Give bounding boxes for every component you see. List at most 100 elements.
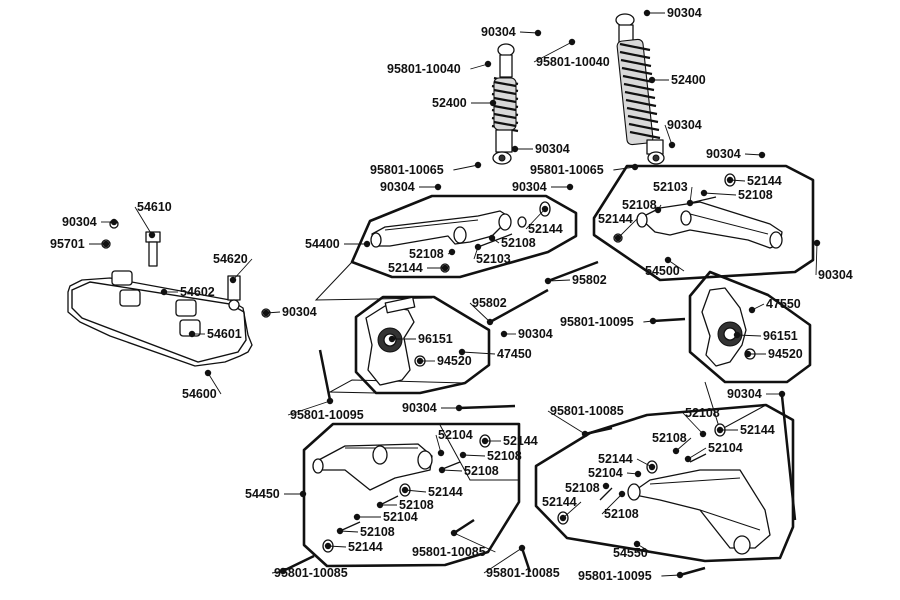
- part-label-47550: 47550: [766, 297, 801, 311]
- fastener-marker: [716, 426, 724, 434]
- fastener-marker: [500, 330, 508, 338]
- part-label-90304: 90304: [282, 305, 317, 319]
- fastener-marker: [458, 348, 466, 356]
- part-label-52400: 52400: [432, 96, 467, 110]
- part-label-52144: 52144: [428, 485, 463, 499]
- upper-a-arm-left: [370, 201, 551, 273]
- leader-line: [736, 334, 762, 337]
- part-label-52104: 52104: [438, 428, 473, 442]
- leader-line: [462, 454, 486, 457]
- leader-line: [525, 208, 546, 230]
- fastener-marker: [676, 571, 684, 579]
- part-label-95801-10040: 95801-10040: [536, 55, 610, 69]
- fastener-marker: [481, 437, 489, 445]
- fastener-marker: [110, 218, 118, 226]
- part-label-54400: 54400: [305, 237, 340, 251]
- part-label-95801-10095: 95801-10095: [578, 569, 652, 583]
- leader-line: [675, 437, 692, 452]
- fastener-marker: [262, 309, 270, 317]
- part-label-52104: 52104: [588, 466, 623, 480]
- fastener-marker: [102, 240, 110, 248]
- fastener-marker: [602, 482, 610, 490]
- fastener-marker: [778, 390, 786, 398]
- part-label-90304: 90304: [402, 401, 437, 415]
- frame-upper-arm-left: [350, 194, 578, 279]
- part-label-94520: 94520: [437, 354, 472, 368]
- part-label-52108: 52108: [501, 236, 536, 250]
- fastener-marker: [699, 430, 707, 438]
- fastener-marker: [474, 161, 482, 169]
- upper-a-arm-right: [613, 173, 783, 249]
- part-label-95801-10095: 95801-10095: [560, 315, 634, 329]
- fastener-marker: [631, 163, 639, 171]
- fastener-marker: [441, 264, 449, 272]
- part-label-54600: 54600: [182, 387, 217, 401]
- fastener-marker: [459, 451, 467, 459]
- part-label-52108: 52108: [399, 498, 434, 512]
- fastener-marker: [648, 76, 656, 84]
- fastener-marker: [581, 430, 589, 438]
- fastener-marker: [229, 276, 237, 284]
- fastener-marker: [416, 357, 424, 365]
- fastener-marker: [148, 231, 156, 239]
- fastener-marker: [672, 447, 680, 455]
- part-label-52108: 52108: [652, 431, 687, 445]
- fastener-marker: [633, 540, 641, 548]
- part-label-90304: 90304: [667, 118, 702, 132]
- part-label-52144: 52144: [747, 174, 782, 188]
- frame-knuckle-right: [688, 270, 812, 384]
- fastener-marker: [648, 463, 656, 471]
- leader-line: [613, 166, 636, 171]
- part-label-52104: 52104: [708, 441, 743, 455]
- fastener-marker: [748, 306, 756, 314]
- fastener-marker: [726, 176, 734, 184]
- fastener-marker: [455, 404, 463, 412]
- leader-lines: [89, 9, 821, 579]
- part-label-52108: 52108: [738, 188, 773, 202]
- part-label-52108: 52108: [565, 481, 600, 495]
- fastener-marker: [758, 151, 766, 159]
- fastener-marker: [700, 189, 708, 197]
- part-label-94520: 94520: [768, 347, 803, 361]
- part-label-52144: 52144: [740, 423, 775, 437]
- part-label-52108: 52108: [685, 406, 720, 420]
- fastener-marker: [401, 486, 409, 494]
- part-label-95801-10085: 95801-10085: [550, 404, 624, 418]
- leader-line: [287, 400, 331, 416]
- fastener-marker: [188, 330, 196, 338]
- part-label-52108: 52108: [487, 449, 522, 463]
- part-label-52144: 52144: [598, 452, 633, 466]
- part-label-52144: 52144: [528, 222, 563, 236]
- fastener-marker: [668, 141, 676, 149]
- outline-link-2: [328, 379, 466, 394]
- lower-a-arm-left: [312, 434, 491, 553]
- part-label-52108: 52108: [622, 198, 657, 212]
- part-label-54602: 54602: [180, 285, 215, 299]
- fastener-marker: [518, 544, 526, 552]
- part-label-52103: 52103: [653, 180, 688, 194]
- leader-line: [547, 410, 586, 435]
- fastener-marker: [484, 60, 492, 68]
- fastener-marker: [376, 501, 384, 509]
- leader-line: [682, 412, 704, 435]
- frame-lower-arm-left: [302, 422, 521, 568]
- shock-absorber-right: [615, 13, 665, 165]
- frame-upper-arm-right: [592, 164, 815, 282]
- fastener-marker: [353, 513, 361, 521]
- steering-knuckle-right: [701, 287, 756, 367]
- leader-line: [404, 489, 427, 493]
- part-label-52104: 52104: [383, 510, 418, 524]
- leader-line: [617, 218, 638, 239]
- fastener-marker: [437, 449, 445, 457]
- fastener-marker: [568, 38, 576, 46]
- fastener-marker: [511, 145, 519, 153]
- leader-line: [533, 41, 573, 63]
- leader-line: [703, 192, 737, 196]
- fastener-marker: [363, 240, 371, 248]
- leader-line: [207, 372, 222, 395]
- fastener-marker: [614, 234, 622, 242]
- part-label-95801-10085: 95801-10085: [486, 566, 560, 580]
